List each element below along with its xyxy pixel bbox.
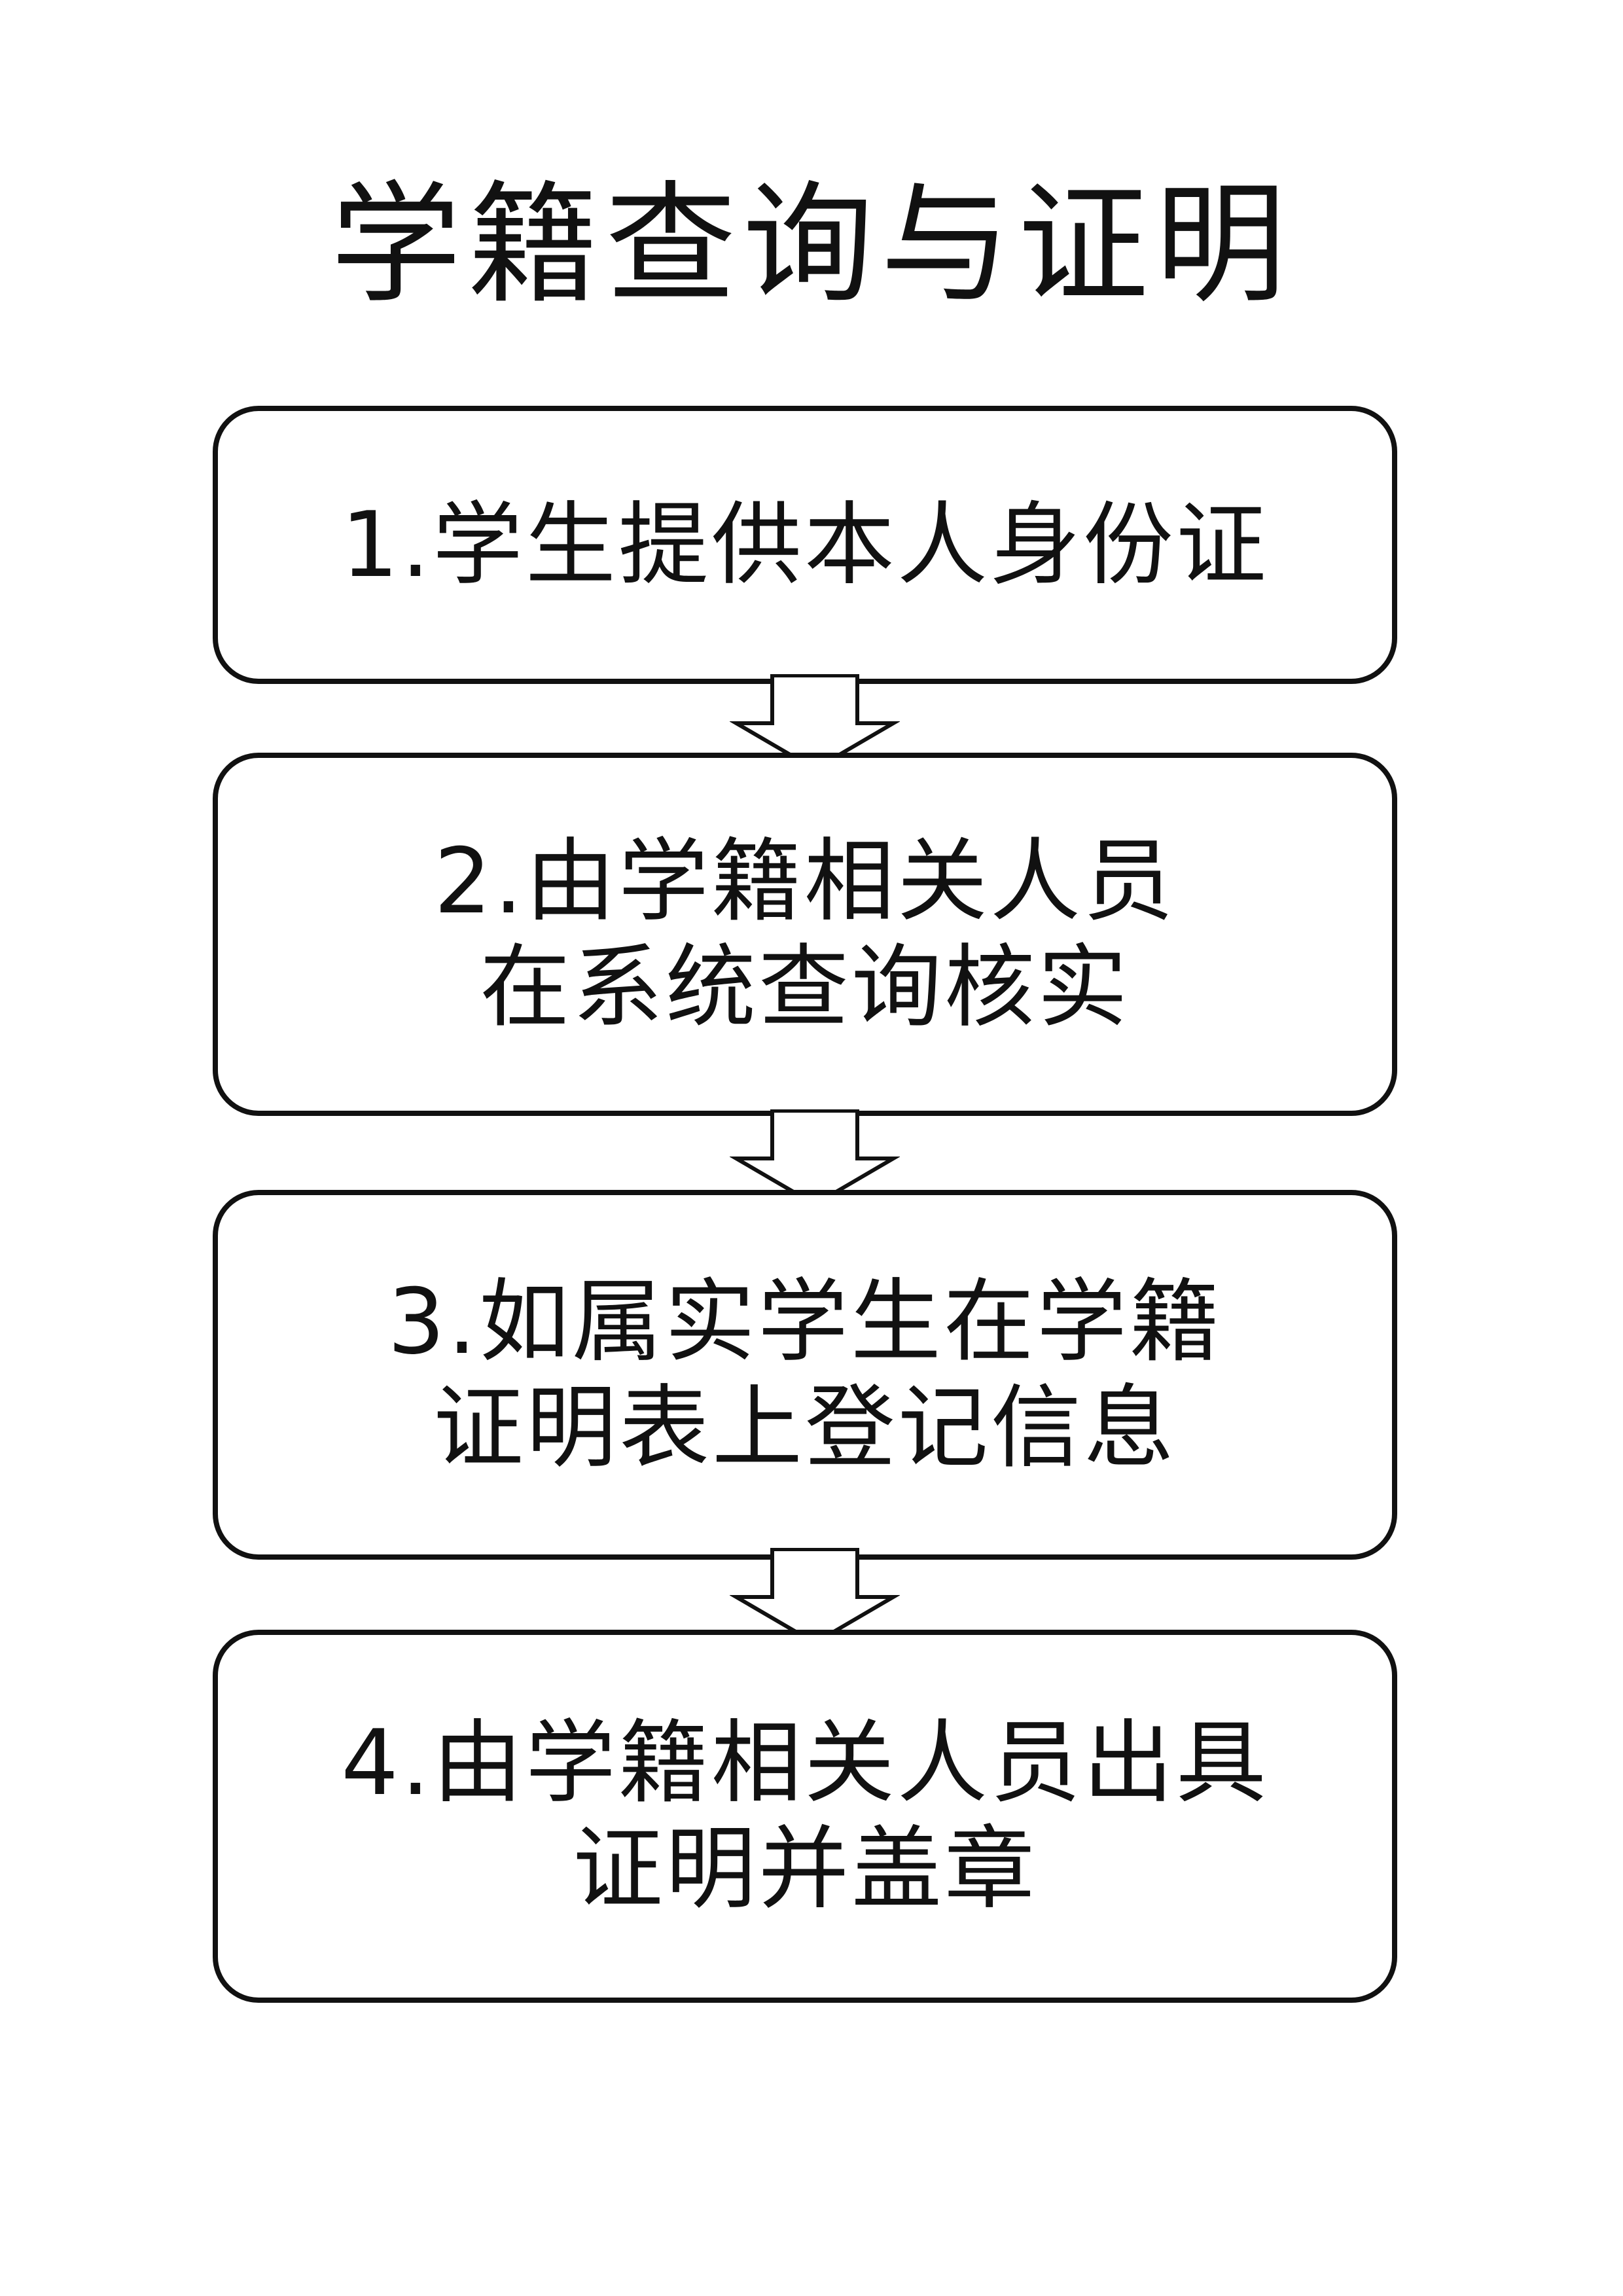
step-box-3: 3.如属实学生在学籍 证明表上登记信息 [213, 1190, 1397, 1560]
down-arrow-icon [730, 1548, 900, 1645]
step-3-text-line-2: 证明表上登记信息 [433, 1374, 1177, 1480]
step-4-text-line-1: 4.由学籍相关人员出具 [341, 1710, 1269, 1816]
step-4-text-line-2: 证明并盖章 [572, 1816, 1037, 1922]
down-arrow-icon [730, 1109, 900, 1207]
step-3-text-line-1: 3.如属实学生在学籍 [387, 1268, 1222, 1374]
step-box-4: 4.由学籍相关人员出具 证明并盖章 [213, 1630, 1397, 2003]
step-1-text: 1.学生提供本人身份证 [341, 492, 1269, 598]
step-box-2: 2.由学籍相关人员 在系统查询核实 [213, 753, 1397, 1116]
step-2-text-line-2: 在系统查询核实 [479, 934, 1130, 1040]
step-box-1: 1.学生提供本人身份证 [213, 406, 1397, 684]
step-2-text-line-1: 2.由学籍相关人员 [434, 828, 1176, 934]
page-title: 学籍查询与证明 [330, 169, 1293, 321]
down-arrow-icon [730, 674, 900, 772]
